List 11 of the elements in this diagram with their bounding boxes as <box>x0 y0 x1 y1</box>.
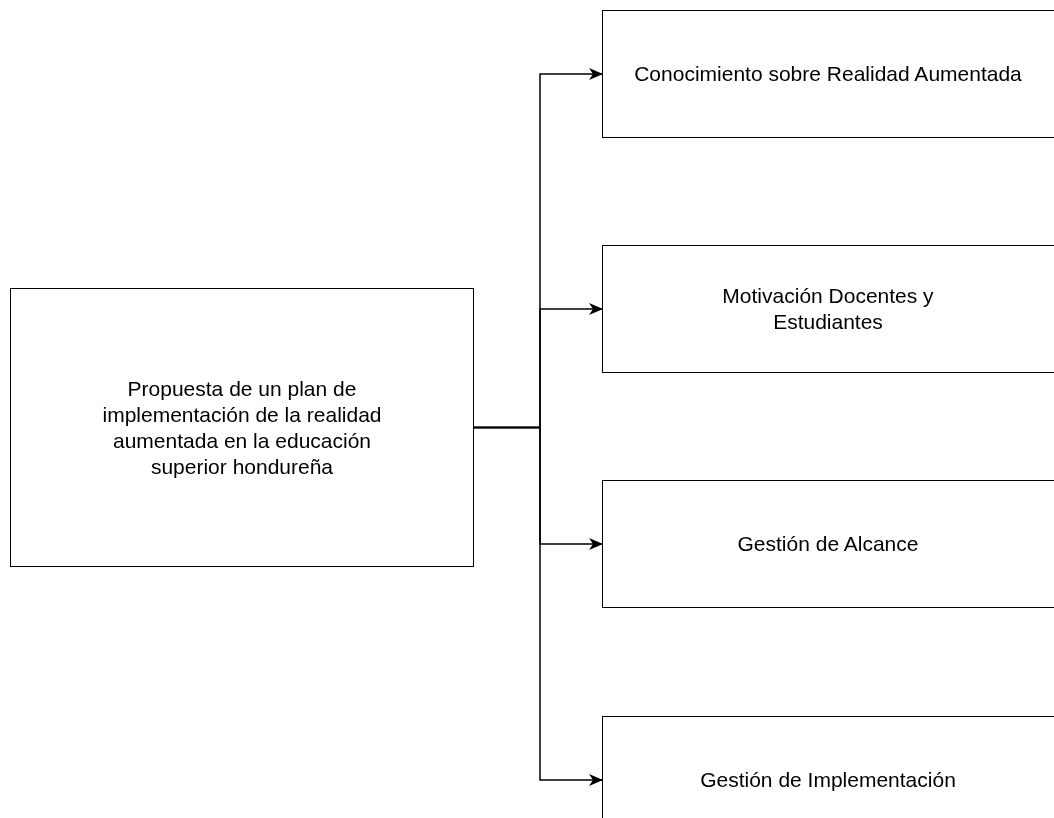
box-label: Gestión de Implementación <box>700 767 956 793</box>
box-label: Conocimiento sobre Realidad Aumentada <box>634 61 1022 87</box>
component-box <box>602 480 1054 608</box>
box-label: Propuesta de un plan de implementación de la realidad aumentada en la educación superior hondureña <box>101 375 383 480</box>
component-box <box>602 10 1054 138</box>
box-label: Gestión de Alcance <box>737 531 919 557</box>
box-label: Motivación Docentes y Estudiantes <box>721 283 935 335</box>
component-box <box>602 245 1054 373</box>
component-box <box>602 716 1054 818</box>
topic-box <box>10 288 474 567</box>
arrow <box>473 426 603 786</box>
